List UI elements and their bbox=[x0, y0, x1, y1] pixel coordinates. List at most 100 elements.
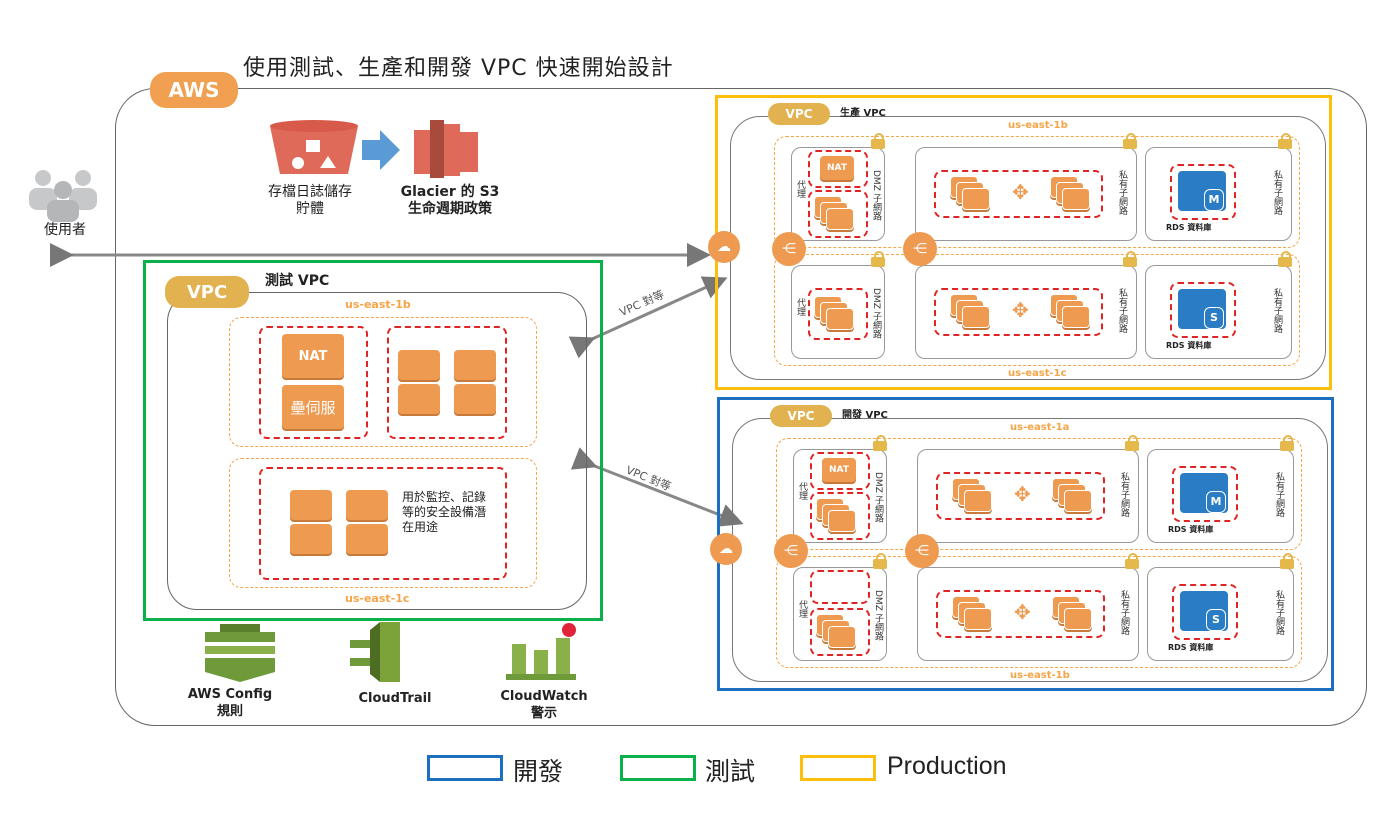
nat-instance: NAT bbox=[282, 334, 344, 378]
proxy-label: 代理 bbox=[795, 180, 805, 198]
lock-icon bbox=[1125, 435, 1139, 451]
lock-icon bbox=[871, 251, 885, 267]
instance bbox=[826, 208, 854, 230]
app-tier-group: ✥ bbox=[936, 590, 1105, 638]
aws-label: AWS bbox=[168, 78, 220, 102]
private-subnet-label: 私有子網路 bbox=[1272, 170, 1282, 215]
rds-icon: S bbox=[1180, 591, 1228, 631]
load-balancer-icon: ⋲ bbox=[905, 534, 939, 568]
lock-icon bbox=[1125, 553, 1139, 569]
lock-icon bbox=[873, 553, 887, 569]
app-tier-group: ✥ bbox=[934, 288, 1103, 336]
s3-label: 存檔日誌儲存貯體 bbox=[268, 184, 352, 217]
instance bbox=[290, 524, 332, 554]
legend-swatch-test bbox=[620, 755, 696, 781]
zone-top-label: us-east-1b bbox=[1008, 120, 1068, 131]
s3-glacier-icons bbox=[270, 120, 478, 178]
security-note: 用於監控、記錄等的安全設備潛在用途 bbox=[402, 490, 487, 534]
legend-label-test: 測試 bbox=[705, 757, 756, 786]
instance bbox=[454, 350, 496, 380]
rds-icon: S bbox=[1178, 289, 1226, 329]
instance bbox=[398, 350, 440, 380]
rds-icon: M bbox=[1180, 473, 1228, 513]
cloudtrail-icon bbox=[350, 622, 400, 682]
instance bbox=[290, 490, 332, 520]
rds-icon: M bbox=[1178, 171, 1226, 211]
test-vpc-cloud-icon: VPC bbox=[165, 276, 249, 308]
lock-icon bbox=[1123, 133, 1137, 149]
zone-bottom-label: us-east-1c bbox=[1008, 368, 1067, 379]
instance bbox=[828, 626, 856, 648]
instance bbox=[346, 524, 388, 554]
test-zone-bottom-label: us-east-1c bbox=[345, 592, 410, 605]
lock-icon bbox=[1123, 251, 1137, 267]
bastion-instance: 壘伺服 bbox=[282, 385, 344, 429]
private-subnet-label: 私有子網路 bbox=[1274, 590, 1284, 635]
app-tier-group: ✥ bbox=[936, 472, 1105, 520]
auto-scaling-icon: ✥ bbox=[1014, 600, 1031, 624]
instance bbox=[964, 490, 992, 512]
vpc-title: 生產 VPC bbox=[840, 108, 886, 119]
proxy-group bbox=[808, 190, 868, 238]
instance bbox=[346, 490, 388, 520]
empty-group bbox=[810, 570, 870, 604]
private-subnet-label: 私有子網路 bbox=[1119, 590, 1129, 635]
instance bbox=[1062, 306, 1090, 328]
instance bbox=[454, 384, 496, 414]
proxy-label: 代理 bbox=[797, 482, 807, 500]
nat-instance: NAT bbox=[822, 458, 856, 482]
arrow-icon bbox=[362, 130, 400, 170]
vpc-cloud-icon: VPC bbox=[770, 405, 832, 427]
nat-group: NAT bbox=[810, 452, 870, 490]
vpc-title: 開發 VPC bbox=[842, 410, 888, 421]
users-icon bbox=[29, 170, 97, 222]
lock-icon bbox=[1278, 133, 1292, 149]
internet-gateway-icon: ☁ bbox=[708, 231, 740, 263]
lock-icon bbox=[1280, 553, 1294, 569]
proxy-group bbox=[808, 288, 868, 340]
test-security-subnet bbox=[259, 467, 507, 580]
nat-group: NAT bbox=[808, 150, 868, 188]
cloudwatch-icon bbox=[506, 623, 576, 680]
instance bbox=[1064, 490, 1092, 512]
private-subnet-label: 私有子網路 bbox=[1117, 170, 1127, 215]
auto-scaling-icon: ✥ bbox=[1014, 482, 1031, 506]
private-subnet-label: 私有子網路 bbox=[1119, 472, 1129, 517]
private-subnet-label: 私有子網路 bbox=[1117, 288, 1127, 333]
instance bbox=[828, 510, 856, 532]
rds-label: RDS 資料庫 bbox=[1166, 341, 1212, 350]
private-subnet: 私有子網路 ✥ bbox=[917, 567, 1139, 661]
test-zone-top-label: us-east-1b bbox=[345, 298, 411, 311]
dmz-subnet: 代理 DMZ 子網路 NAT bbox=[793, 449, 887, 543]
dmz-subnet-label: DMZ 子網路 bbox=[873, 472, 883, 523]
legend-swatch-dev bbox=[427, 755, 503, 781]
aws-cloud-icon: AWS bbox=[150, 72, 238, 108]
rds-group: M bbox=[1170, 164, 1236, 220]
instance bbox=[964, 608, 992, 630]
test-vpc-frame bbox=[143, 260, 603, 621]
cloudtrail-label: CloudTrail bbox=[358, 691, 432, 706]
load-balancer-icon: ⋲ bbox=[903, 232, 937, 266]
instance bbox=[1064, 608, 1092, 630]
rds-role-badge: M bbox=[1204, 189, 1224, 211]
test-dmz-subnet bbox=[259, 326, 368, 439]
rds-group: M bbox=[1172, 466, 1238, 522]
legend-swatch-prod bbox=[800, 755, 876, 781]
test-vpc-title: 測試 VPC bbox=[265, 273, 330, 289]
lock-icon bbox=[1280, 435, 1294, 451]
proxy-group bbox=[810, 492, 870, 540]
